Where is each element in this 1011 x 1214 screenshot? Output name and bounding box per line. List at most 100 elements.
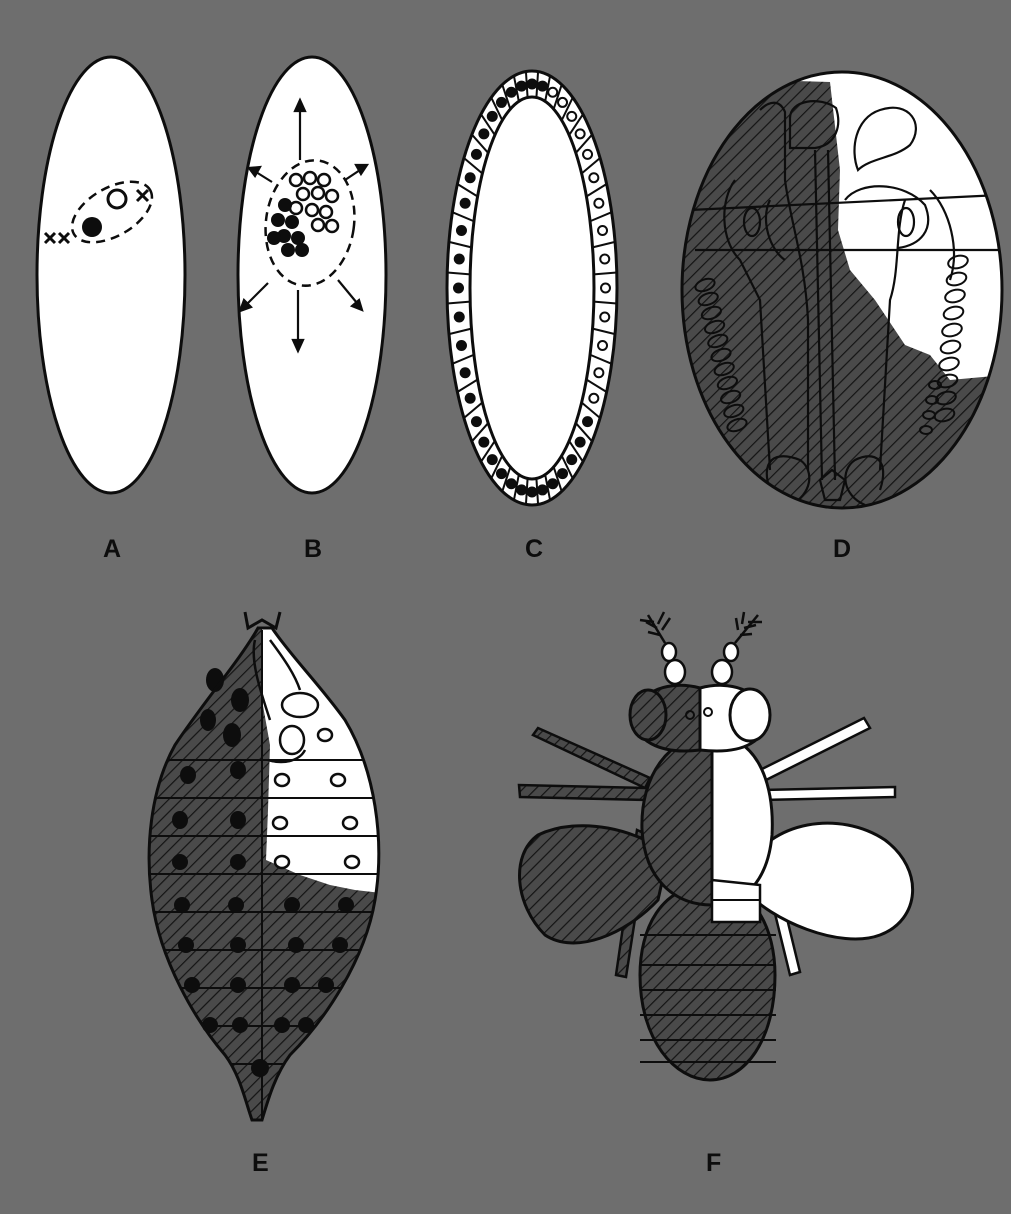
filled-cell-nucleus [454,253,465,264]
filled-cell-nucleus [478,437,489,448]
filled-cell-nucleus [471,149,482,160]
filled-cell-nucleus [582,416,593,427]
filled-cell-nucleus [566,454,577,465]
filled-cell-nucleus [516,81,527,92]
filled-cell-nucleus [487,454,498,465]
filled-nucleus [295,243,309,257]
filled-cell-nucleus [454,312,465,323]
filled-spot [174,897,190,913]
label-c: C [525,535,543,563]
filled-spot [231,688,249,712]
open-cell-nucleus [567,112,576,121]
label-e: E [252,1149,269,1177]
open-cell-nucleus [548,88,557,97]
filled-cell-nucleus [465,172,476,183]
filled-cell-nucleus [537,484,548,495]
right-antenna-segment [712,660,732,684]
filled-cell-nucleus [496,97,507,108]
open-nucleus [306,204,318,216]
open-cell-nucleus [598,226,607,235]
open-cell-nucleus [594,199,603,208]
filled-cell-nucleus [537,81,548,92]
filled-cell-nucleus [496,468,507,479]
label-f: F [706,1149,721,1177]
filled-spot [251,1059,269,1077]
filled-spot [284,897,300,913]
open-nucleus [320,206,332,218]
filled-cell-nucleus [453,283,464,294]
open-spot [345,856,359,868]
left-eye [630,690,666,740]
filled-spot [200,709,216,731]
filled-spot [332,937,348,953]
open-nucleus [312,187,324,199]
open-nucleus [297,188,309,200]
right-eye [730,689,770,741]
panel-b-egg [238,57,386,493]
filled-cell-nucleus [471,416,482,427]
open-nucleus [304,172,316,184]
filled-nucleus [82,217,102,237]
label-d: D [833,535,851,563]
left-mid-leg [519,785,648,800]
open-cell-nucleus [600,313,609,322]
filled-spot [318,977,334,993]
filled-cell-nucleus [516,484,527,495]
filled-nucleus [278,198,292,212]
open-cell-nucleus [601,284,610,293]
filled-cell-nucleus [478,128,489,139]
filled-cell-nucleus [575,437,586,448]
filled-spot [230,811,246,829]
open-nucleus [108,190,126,208]
filled-spot [223,723,241,747]
filled-spot [338,897,354,913]
panel-a-egg [37,57,185,493]
filled-cell-nucleus [460,367,471,378]
filled-cell-nucleus [456,225,467,236]
filled-cell-nucleus [487,111,498,122]
egg-outline [37,57,185,493]
inner-yolk-boundary [470,97,594,479]
open-spot [343,817,357,829]
open-spot [273,817,287,829]
filled-spot [274,1017,290,1033]
filled-nucleus [281,243,295,257]
filled-cell-nucleus [460,198,471,209]
filled-cell-nucleus [527,79,538,90]
filled-spot [228,897,244,913]
filled-spot [180,766,196,784]
filled-cell-nucleus [547,478,558,489]
filled-spot [172,811,188,829]
filled-spot [230,761,246,779]
filled-spot [230,854,246,870]
open-nucleus [290,174,302,186]
open-spot [318,729,332,741]
open-cell-nucleus [589,394,598,403]
egg-outline [238,57,386,493]
filled-spot [284,977,300,993]
left-antenna-segment [662,643,676,661]
left-antenna-segment [665,660,685,684]
filled-nucleus [291,231,305,245]
right-mid-leg [760,787,895,800]
panel-c-blastoderm [447,71,617,505]
open-cell-nucleus [589,173,598,182]
filled-spot [172,854,188,870]
open-spot [275,774,289,786]
filled-nucleus [267,231,281,245]
filled-cell-nucleus [506,478,517,489]
filled-spot [232,1017,248,1033]
open-cell-nucleus [594,368,603,377]
open-cell-nucleus [558,98,567,107]
open-cell-nucleus [576,129,585,138]
open-nucleus [318,174,330,186]
filled-cell-nucleus [557,468,568,479]
open-spot [331,774,345,786]
open-nucleus [326,190,338,202]
open-cell-nucleus [598,341,607,350]
right-antenna-segment [724,643,738,661]
filled-nucleus [271,213,285,227]
filled-cell-nucleus [527,487,538,498]
